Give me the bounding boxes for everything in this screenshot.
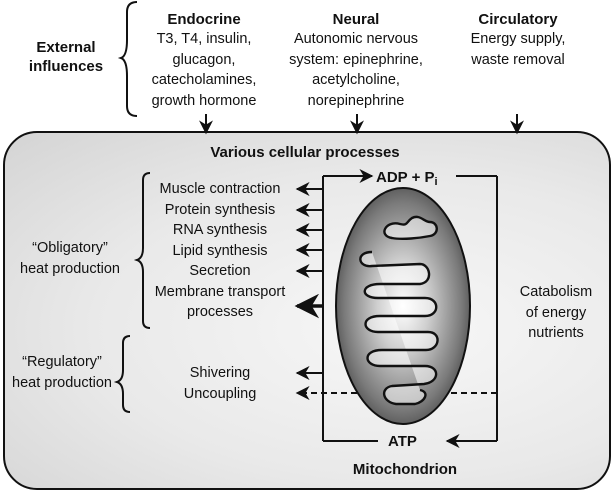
process-item: Uncoupling (183, 385, 257, 402)
regulatory-brace (113, 335, 131, 413)
atp-label: ATP (388, 433, 417, 450)
process-item: processes (186, 304, 254, 320)
endocrine-column: Endocrine T3, T4, insulin, glucagon, cat… (130, 10, 278, 111)
process-item: Muscle contraction (159, 181, 281, 197)
process-item: Shivering (189, 365, 251, 381)
catabolism-label: Catabolism of energy nutrients (519, 284, 593, 341)
process-item: Secretion (189, 263, 251, 279)
endocrine-title: Endocrine (167, 11, 241, 28)
obligatory-process-list: Muscle contraction Protein synthesis RNA… (140, 179, 300, 323)
adp-label: ADP + Pi (376, 169, 438, 188)
circulatory-title: Circulatory (478, 11, 558, 28)
process-item: Lipid synthesis (172, 242, 268, 259)
circulatory-column: Circulatory Energy supply, waste removal (446, 10, 590, 70)
process-item: RNA synthesis (172, 222, 268, 238)
regulatory-label: “Regulatory” heat production (12, 354, 112, 391)
neural-title: Neural (332, 11, 380, 28)
process-item: Protein synthesis (164, 201, 276, 218)
obligatory-brace (133, 172, 151, 329)
mitochondrion-icon (335, 187, 471, 425)
neural-column: Neural Autonomic nervous system: epineph… (272, 10, 440, 111)
external-influences-label: External influences (28, 39, 104, 75)
mitochondrion-label: Mitochondrion (352, 461, 458, 478)
external-brace (117, 1, 138, 117)
cellular-processes-title: Various cellular processes (210, 144, 400, 161)
regulatory-process-list: Shivering Uncoupling (170, 363, 270, 404)
process-item: Membrane transport (154, 283, 286, 300)
obligatory-label: “Obligatory” heat production (20, 240, 120, 277)
